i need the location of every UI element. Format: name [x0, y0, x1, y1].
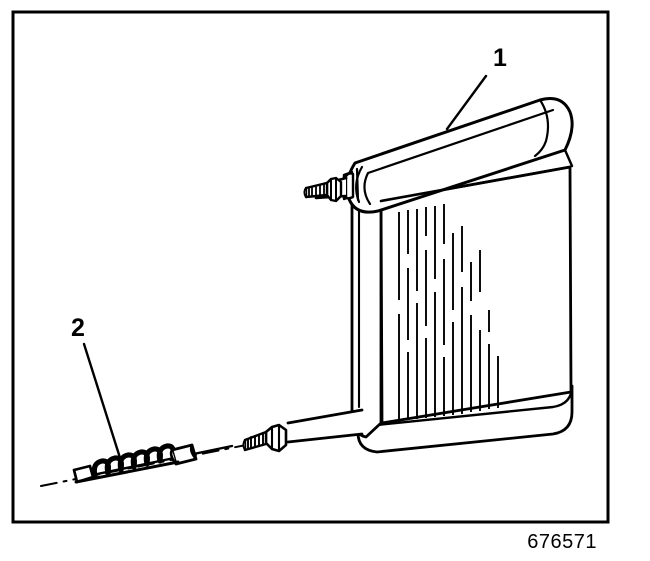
upper-inlet-pipe	[303, 167, 360, 203]
callout-label-1: 1	[493, 44, 507, 72]
core-fin-lines	[398, 204, 499, 421]
callout-leaders	[82, 74, 488, 463]
leader-line-2	[82, 342, 123, 463]
lower-outlet-pipe	[242, 408, 364, 453]
coil-spring-clip	[72, 443, 234, 484]
figure-border	[11, 10, 610, 524]
top-tank-core-seam	[379, 148, 574, 203]
core-fin-panel	[379, 165, 573, 425]
leader-line-1	[445, 74, 488, 131]
heater-core-assembly	[40, 74, 574, 487]
left-side-tank	[350, 194, 383, 439]
part-number: 676571	[527, 531, 597, 553]
callout-label-2: 2	[71, 314, 85, 342]
